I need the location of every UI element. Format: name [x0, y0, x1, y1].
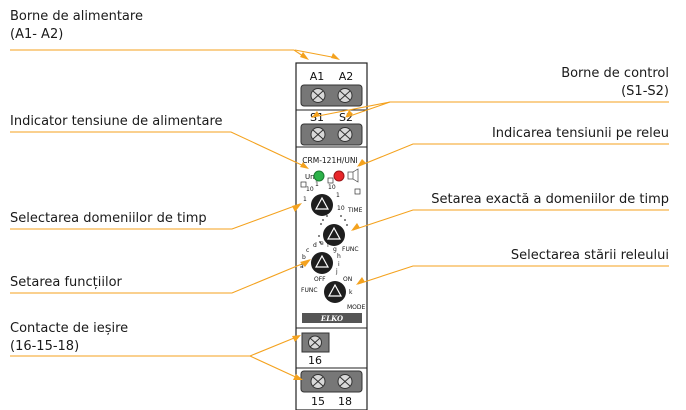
- terminal-label-16: 16: [308, 354, 322, 367]
- supply-led-green: [313, 170, 325, 182]
- screw-icon: [337, 374, 353, 389]
- range-tick: 1: [303, 196, 307, 203]
- scale-dots: [318, 215, 348, 243]
- range-tick: 1: [336, 192, 340, 199]
- callout-lines: [10, 49, 669, 380]
- screw-icon: [337, 88, 353, 103]
- brand-logo: ELKO: [320, 314, 344, 323]
- leader-line-fine-time: [352, 209, 669, 231]
- range-tick: 10: [328, 184, 336, 191]
- func-tick: g: [333, 246, 337, 253]
- callout-relay-state: Selectarea stării releului: [511, 248, 669, 263]
- leader-line-supply-terminals: [10, 49, 307, 59]
- range-marker-icon: [300, 181, 307, 188]
- on-label: ON: [343, 276, 352, 283]
- mode-knob[interactable]: [324, 281, 346, 303]
- led-supply-label: Un: [305, 173, 315, 181]
- callout-output-line1: Contacte de ieșire: [10, 321, 128, 336]
- func-tick: d: [313, 242, 317, 249]
- terminal-label-15: 15: [311, 395, 325, 408]
- func-tick: b: [302, 254, 306, 261]
- callout-arrowheads: [292, 52, 366, 380]
- callout-output-line2: (16-15-18): [10, 339, 79, 354]
- terminal-label-a1: A1: [310, 70, 325, 83]
- callouts-left: Borne de alimentare (A1- A2) Indicator t…: [10, 9, 223, 354]
- terminal-block-output: [300, 370, 363, 393]
- callout-function: Setarea funcțiilor: [10, 275, 123, 290]
- mode-label: MODE: [347, 304, 366, 311]
- func-tick: a: [300, 263, 304, 270]
- knob-arrow-icon: [314, 254, 330, 268]
- leader-line-output-15: [249, 355, 301, 380]
- terminal-label-s1: S1: [310, 111, 324, 124]
- leader-line-function: [10, 260, 310, 294]
- terminal-block-top: [300, 84, 363, 107]
- leader-line-supply-led: [10, 131, 307, 168]
- leader-line-control-s2: [346, 101, 391, 118]
- knob-arrow-icon: [326, 226, 342, 240]
- range-marker-icon: [327, 177, 334, 184]
- function-knob[interactable]: [311, 252, 333, 274]
- leader-line-time-range: [10, 203, 301, 230]
- callout-control-terminals-line2: (S1-S2): [621, 84, 669, 99]
- screw-icon: [310, 374, 326, 389]
- function-knob-group: a b c d e f g h i j: [300, 240, 341, 275]
- model-label: CRM-121H/UNI: [302, 156, 357, 165]
- fine-time-knob[interactable]: [323, 224, 345, 246]
- screw-icon: [308, 335, 322, 350]
- brand-bar: [302, 313, 362, 323]
- range-tick: 10: [306, 186, 314, 193]
- mode-knob-group: k: [324, 281, 353, 303]
- callout-relay-voltage: Indicarea tensiunii pe releu: [492, 126, 669, 141]
- time-label: TIME: [347, 207, 363, 214]
- callout-supply-terminals-line2: (A1- A2): [10, 27, 63, 42]
- knob-arrow-icon: [327, 283, 343, 297]
- callout-supply-terminals-line1: Borne de alimentare: [10, 9, 143, 24]
- screw-icon: [310, 88, 326, 103]
- off-label: OFF: [314, 276, 326, 283]
- callout-supply-indicator: Indicator tensiune de alimentare: [10, 114, 223, 129]
- callout-control-terminals-line1: Borne de control: [561, 66, 669, 81]
- range-tick: 10: [337, 205, 345, 212]
- func-tick: c: [306, 247, 309, 254]
- relay-icon: [347, 168, 359, 183]
- func-label-lower: FUNC: [301, 287, 318, 294]
- func-label-upper: FUNC: [342, 246, 359, 253]
- terminal-block-control: [300, 123, 363, 146]
- time-range-knob[interactable]: [311, 194, 333, 216]
- func-tick: f: [327, 242, 330, 249]
- func-tick: j: [335, 268, 338, 275]
- relay-led-red: [333, 170, 345, 182]
- screw-icon: [337, 127, 353, 142]
- func-tick: i: [338, 261, 340, 268]
- func-tick: e: [320, 240, 324, 247]
- relay-device: A1 A2 S1 S2 CRM-121H/UNI Un 1 10 1 10 1 …: [295, 62, 368, 410]
- time-range-knob-group: 1 10 1 10 1 10: [303, 181, 345, 216]
- leader-line-mode: [357, 265, 669, 285]
- terminal-label-18: 18: [338, 395, 352, 408]
- knob-arrow-icon: [314, 196, 330, 210]
- terminal-label-a2: A2: [339, 70, 354, 83]
- callout-fine-time: Setarea exactă a domeniilor de timp: [431, 192, 669, 207]
- range-marker-icon: [354, 188, 361, 195]
- callout-time-range: Selectarea domeniilor de timp: [10, 211, 207, 226]
- mode-tick: k: [349, 289, 353, 296]
- range-tick: 1: [315, 181, 319, 188]
- screw-icon: [310, 127, 326, 142]
- fine-time-knob-group: [318, 215, 348, 246]
- leader-line-relay-led: [358, 143, 669, 167]
- callouts-right: Borne de control (S1-S2) Indicarea tensi…: [431, 66, 669, 263]
- func-tick: h: [337, 253, 341, 260]
